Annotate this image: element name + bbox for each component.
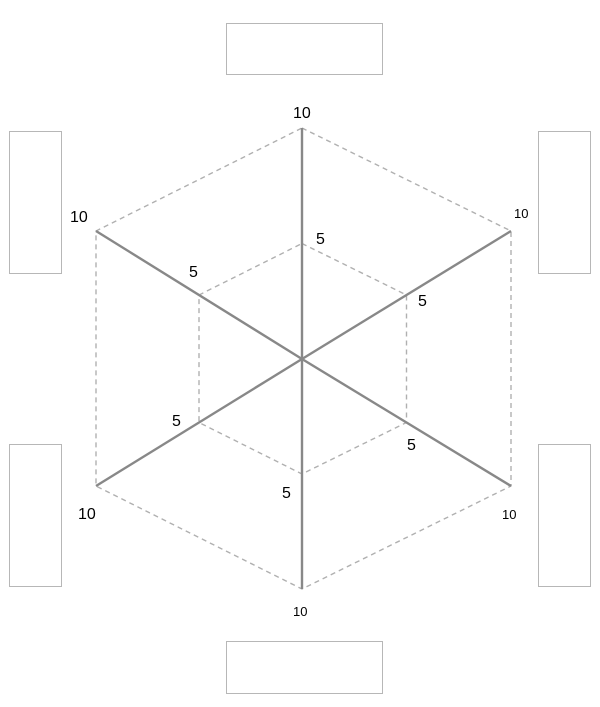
tick-lower-right-5: 5 <box>407 437 416 454</box>
tick-bottom-5: 5 <box>282 485 291 502</box>
axis-line-lower-left <box>95 357 303 488</box>
tick-upper-left-10: 10 <box>70 209 88 226</box>
tick-upper-left-5: 5 <box>189 264 198 281</box>
tick-upper-right-5: 5 <box>418 293 427 310</box>
label-box-top <box>226 23 383 75</box>
tick-lower-right-10: 10 <box>502 507 516 522</box>
label-box-upper-right <box>538 131 591 274</box>
tick-top-5: 5 <box>316 231 325 248</box>
tick-lower-left-10: 10 <box>78 506 96 523</box>
tick-upper-right-10: 10 <box>514 206 528 221</box>
label-box-lower-right <box>538 444 591 587</box>
tick-bottom-10: 10 <box>293 604 307 619</box>
tick-top-10: 10 <box>293 105 311 122</box>
tick-labels: 5 10 5 10 5 10 5 10 5 10 5 10 <box>70 105 528 619</box>
axis-line-upper-left <box>95 229 303 361</box>
tick-lower-left-5: 5 <box>172 413 181 430</box>
label-box-lower-left <box>9 444 62 587</box>
label-box-upper-left <box>9 131 62 274</box>
axis-line-lower-right <box>301 357 512 488</box>
radar-axes <box>95 128 512 589</box>
axis-line-upper-right <box>301 229 512 361</box>
label-box-bottom <box>226 641 383 694</box>
